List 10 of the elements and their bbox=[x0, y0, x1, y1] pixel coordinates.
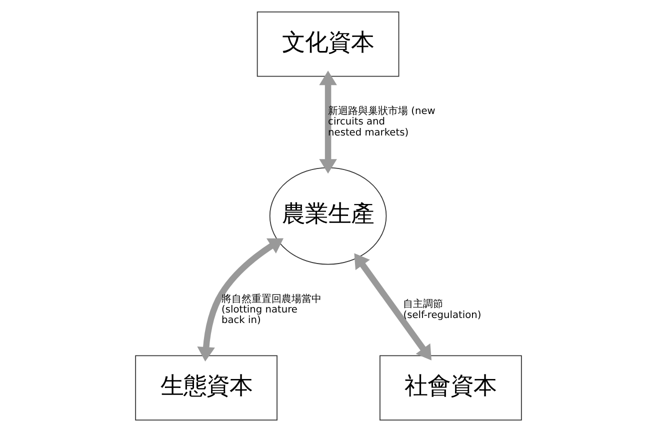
arrow bbox=[196, 238, 283, 362]
edge-label: 將自然重置回農場當中 (slotting nature back in) bbox=[221, 294, 322, 326]
node-box: 社會資本 bbox=[379, 355, 522, 421]
arrow bbox=[318, 70, 336, 174]
edge-label: 自主調節 (self-regulation) bbox=[402, 299, 481, 321]
node-box: 文化資本 bbox=[256, 11, 399, 77]
node-ellipse: 農業生產 bbox=[268, 167, 386, 265]
node-box: 生態資本 bbox=[134, 355, 277, 421]
arrow bbox=[354, 253, 432, 360]
edge-label: 新迴路與巢狀市場 (new circuits and nested markets) bbox=[328, 106, 435, 138]
